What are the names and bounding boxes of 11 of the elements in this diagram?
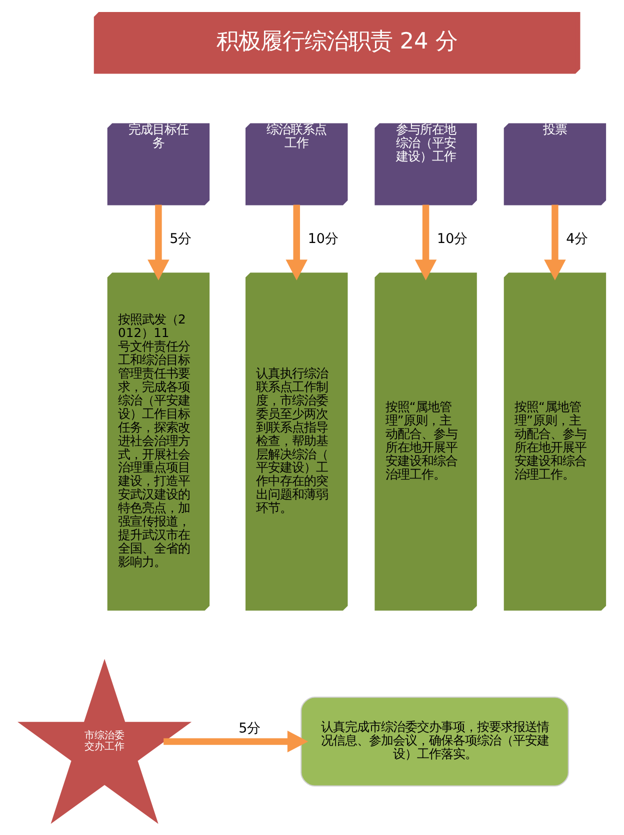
edge-label: 4分 [566,230,588,247]
arrow [414,204,436,280]
node-box: 认真完成市综治委交办事项，按要求报送情况信息、参加会议，确保各项综治（平安建设）工作落实。 [300,696,568,786]
arrow [544,204,566,280]
arrow [285,204,307,280]
edge-label: 5分 [238,720,260,737]
edge-label: 5分 [169,230,191,247]
arrow [147,204,169,280]
edge-label: 10分 [307,230,338,247]
arrow [163,730,308,752]
edge-label: 10分 [436,230,467,247]
